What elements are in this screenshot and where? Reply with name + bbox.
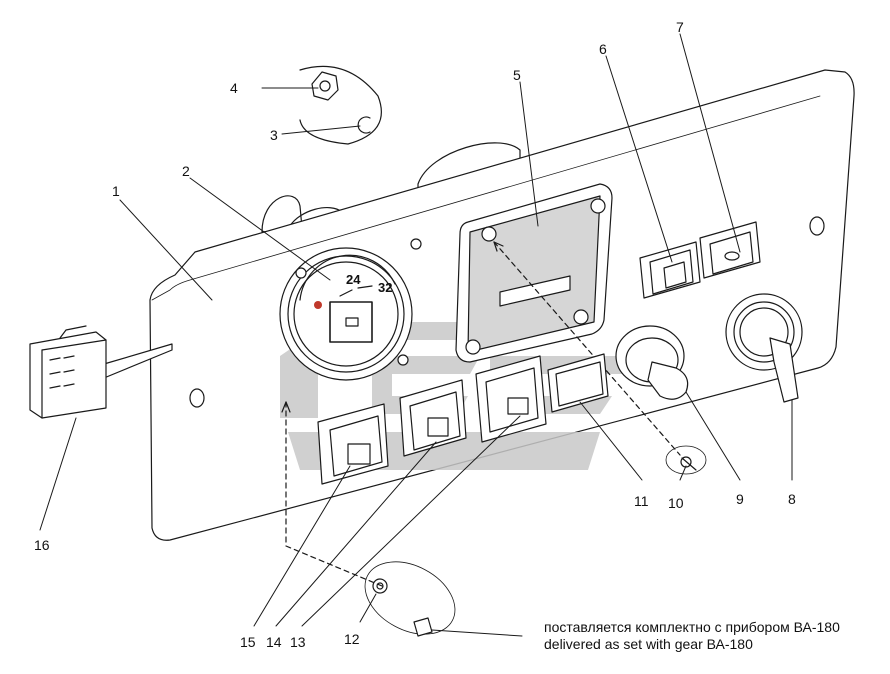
connector-16: [29, 325, 173, 419]
callout-2: 2: [182, 163, 190, 179]
callout-12: 12: [344, 631, 360, 647]
callout-9: 9: [736, 491, 744, 507]
callout-3: 3: [270, 127, 278, 143]
callout-15: 15: [240, 634, 256, 650]
gauge-red-mark: [314, 301, 322, 309]
switch-13: [475, 355, 547, 443]
callout-8: 8: [788, 491, 796, 507]
toggle-switch-8: [725, 293, 803, 403]
callout-11: 11: [634, 493, 649, 509]
switch-15: [317, 403, 389, 485]
callout-13: 13: [290, 634, 306, 650]
display-module: [455, 183, 613, 363]
gauge-mark-32: 32: [378, 280, 392, 295]
callout-7: 7: [676, 19, 684, 35]
nut-4: [299, 65, 382, 145]
callout-5: 5: [513, 67, 521, 83]
switch-11: [547, 353, 609, 413]
callout-14: 14: [266, 634, 282, 650]
leader-lines: [39, 33, 793, 637]
callout-16: 16: [34, 537, 50, 553]
callout-6: 6: [599, 41, 607, 57]
note-russian: поставляется комплектно с прибором ВА-18…: [544, 619, 840, 635]
screw-10: [665, 445, 707, 475]
push-button-9: [615, 325, 689, 400]
switch-14: [399, 379, 467, 457]
washer-3: [357, 116, 371, 134]
gauge-voltmeter: [279, 238, 422, 381]
dashed-leader-15: [285, 401, 383, 587]
switch-6: [639, 241, 701, 299]
note-english: delivered as set with gear ВА-180: [544, 636, 753, 652]
switch-7: [699, 221, 761, 279]
washer-12: [364, 561, 456, 637]
callout-10: 10: [668, 495, 684, 511]
dashed-leader-5-10: [493, 241, 681, 456]
gauge-mark-24: 24: [346, 272, 361, 287]
callout-4: 4: [230, 80, 238, 96]
callout-1: 1: [112, 183, 120, 199]
